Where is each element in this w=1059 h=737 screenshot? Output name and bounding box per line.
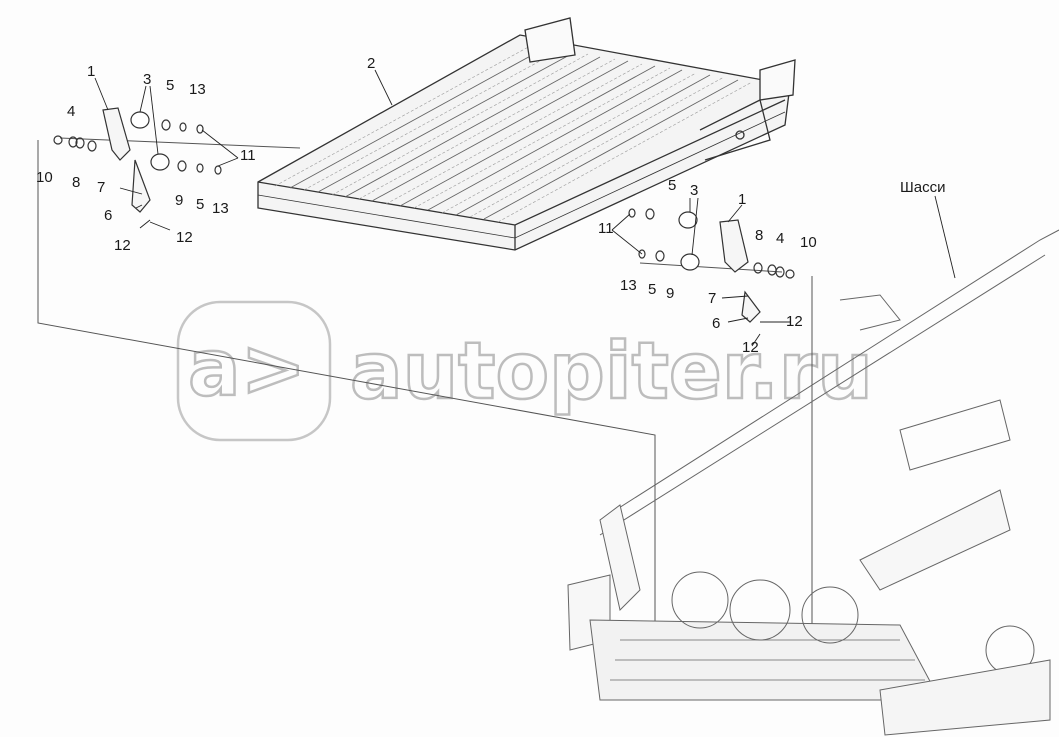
callout-right-5b: 5	[648, 281, 656, 298]
left-callouts: 1 3 5 13 4 11 10 8 9 5 13 7 6 12 12	[36, 63, 256, 254]
callout-left-5a: 5	[166, 77, 174, 94]
callout-left-4: 4	[67, 103, 75, 120]
callout-left-7: 7	[97, 179, 105, 196]
callout-right-4: 4	[776, 230, 784, 247]
callout-right-1: 1	[738, 191, 746, 208]
callout-right-13: 13	[620, 277, 637, 294]
callout-left-11: 11	[240, 147, 256, 164]
watermark: a> autopiter.ru	[176, 300, 874, 442]
callout-right-9: 9	[666, 285, 674, 302]
callout-left-13b: 13	[212, 200, 229, 217]
callout-left-8: 8	[72, 174, 80, 191]
callout-right-10: 10	[800, 234, 817, 251]
callout-left-6: 6	[104, 207, 112, 224]
callout-left-12b: 12	[176, 229, 193, 246]
watermark-text: autopiter.ru	[350, 327, 873, 417]
callout-right-6: 6	[712, 315, 720, 332]
right-callouts: 5 3 1 11 8 4 10 13 5 9 7 6 12 12	[598, 177, 817, 356]
callout-right-5a: 5	[668, 177, 676, 194]
watermark-logo: a>	[188, 324, 306, 414]
callout-left-5b: 5	[196, 196, 204, 213]
chassis-label: Шасси	[900, 179, 945, 196]
callout-right-12b: 12	[742, 339, 759, 356]
callout-left-9: 9	[175, 192, 183, 209]
callout-right-7: 7	[708, 290, 716, 307]
leader-lines	[94, 69, 956, 347]
callout-left-13a: 13	[189, 81, 206, 98]
callout-right-8: 8	[755, 227, 763, 244]
callout-left-3: 3	[143, 71, 151, 88]
connection-lines	[37, 137, 813, 663]
callout-left-12a: 12	[114, 237, 131, 254]
callout-center-2: 2	[367, 55, 375, 72]
callout-left-1: 1	[87, 63, 95, 80]
callout-right-11: 11	[598, 220, 614, 237]
right-crank-assembly	[628, 208, 795, 323]
callout-right-12a: 12	[786, 313, 803, 330]
watermark-logo-frame	[176, 300, 332, 442]
callout-right-3: 3	[690, 182, 698, 199]
left-crank-assembly	[53, 107, 222, 213]
chassis	[567, 229, 1059, 736]
sieve-frame	[257, 17, 796, 251]
callout-left-10: 10	[36, 169, 53, 186]
